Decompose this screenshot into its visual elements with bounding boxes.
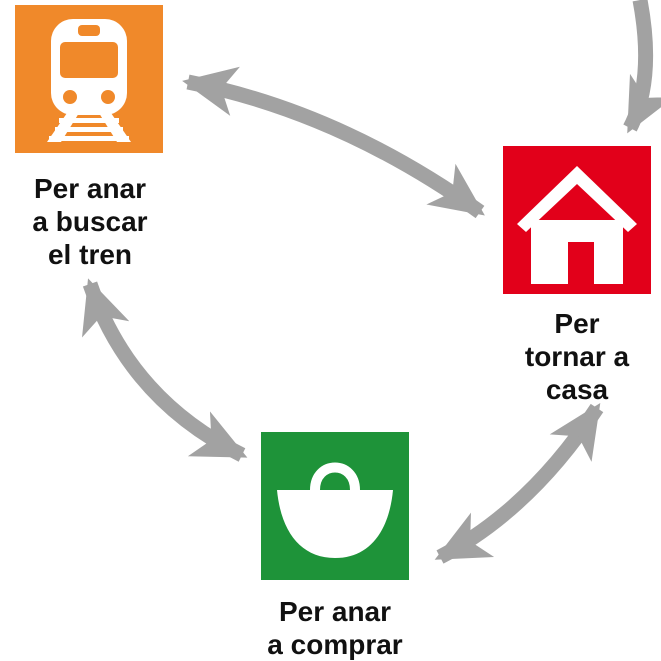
arrow-offscreen-home [623, 0, 661, 134]
home-label-line-2: tornar a [524, 341, 630, 372]
arrow-train-home [182, 66, 485, 219]
train-icon [15, 5, 163, 153]
house-icon [503, 146, 651, 294]
arrow-shop-home [434, 402, 604, 564]
arrow-train-shop [82, 278, 248, 462]
shop-label-line-1: Per anar [278, 596, 392, 627]
shopping-basket-icon [261, 432, 409, 580]
home-tile [503, 146, 651, 294]
shop-tile [261, 432, 409, 580]
train-label: Per anar a buscar el tren [0, 172, 180, 271]
train-label-line-1: Per anar [33, 173, 147, 204]
home-label: Per tornar a casa [497, 307, 657, 406]
home-label-line-1: Per [554, 308, 600, 339]
train-tile [15, 5, 163, 153]
train-label-line-3: el tren [47, 239, 133, 270]
shop-label-line-2: a comprar [267, 629, 403, 660]
shop-label: Per anar a comprar [230, 595, 440, 661]
home-label-line-3: casa [545, 374, 609, 405]
train-label-line-2: a buscar [32, 206, 148, 237]
